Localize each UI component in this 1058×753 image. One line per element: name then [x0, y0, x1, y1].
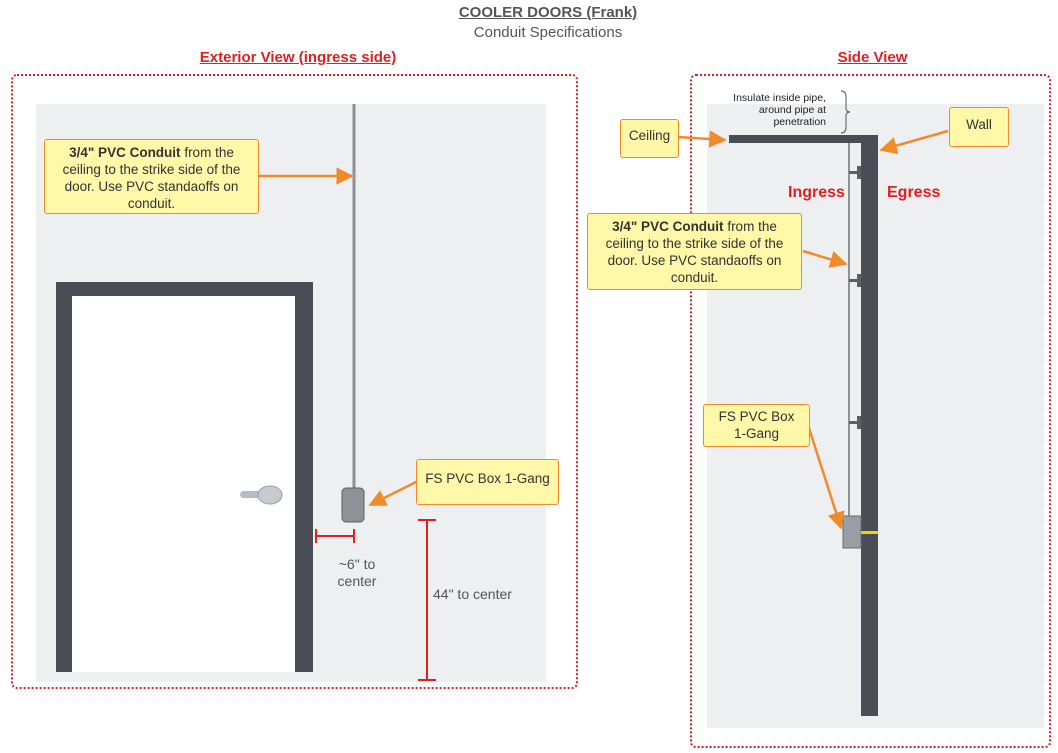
- insulate-brace: [840, 90, 851, 134]
- ceiling-slab: [729, 135, 878, 143]
- offset-label-line2: center: [337, 573, 377, 589]
- pvc-box-exterior: [341, 487, 365, 523]
- egress-label: Egress: [887, 184, 941, 201]
- offset-label: ~6" to center: [332, 556, 382, 590]
- conduit-callout-text: from the ceiling to the strike side of t…: [62, 145, 241, 211]
- wall-callout-arrow: [879, 129, 949, 155]
- side-box-callout: FS PVC Box 1-Gang: [703, 404, 810, 447]
- side-conduit-callout-bold: 3/4" PVC Conduit: [612, 219, 724, 234]
- diagram-title: COOLER DOORS (Frank): [458, 4, 638, 21]
- standoffs: [849, 166, 861, 429]
- conduit-callout: 3/4" PVC Conduit from the ceiling to the…: [44, 139, 259, 214]
- side-conduit-callout-arrow: [802, 249, 848, 268]
- door-leaf: [72, 296, 295, 672]
- penetration-marker: [861, 531, 878, 534]
- insulate-note-line2: around pipe at: [758, 104, 826, 116]
- insulate-note: Insulate inside pipe, around pipe at pen…: [700, 92, 826, 128]
- conduit-callout-bold: 3/4" PVC Conduit: [69, 145, 181, 160]
- offset-dimension: [315, 529, 355, 543]
- door-handle-icon: [240, 485, 283, 505]
- diagram-subtitle: Conduit Specifications: [473, 24, 623, 41]
- wall-callout: Wall: [949, 107, 1009, 147]
- height-dimension: [418, 519, 436, 681]
- ceiling-callout: Ceiling: [620, 119, 679, 158]
- side-box-callout-line2: 1-Gang: [733, 426, 780, 441]
- height-label: 44" to center: [433, 586, 512, 602]
- box-callout-arrow: [368, 479, 419, 507]
- side-view-frame: [690, 74, 1051, 748]
- side-conduit-callout-text: from the ceiling to the strike side of t…: [605, 219, 784, 285]
- side-wall: [861, 143, 878, 716]
- ceiling-callout-arrow: [677, 130, 727, 148]
- side-box-callout-arrow: [806, 424, 845, 530]
- insulate-note-line3: penetration: [773, 116, 826, 128]
- ingress-label: Ingress: [788, 184, 845, 201]
- insulate-note-line1: Insulate inside pipe,: [733, 92, 826, 104]
- side-box-callout-line1: FS PVC Box: [718, 409, 795, 424]
- exterior-view-title: Exterior View (ingress side): [199, 49, 397, 66]
- exterior-view-frame: [11, 74, 578, 689]
- side-conduit-callout: 3/4" PVC Conduit from the ceiling to the…: [587, 213, 802, 290]
- side-view-title: Side View: [837, 49, 908, 66]
- pvc-box-side: [842, 515, 862, 549]
- offset-label-line1: ~6" to: [338, 556, 376, 572]
- box-callout: FS PVC Box 1-Gang: [416, 459, 559, 505]
